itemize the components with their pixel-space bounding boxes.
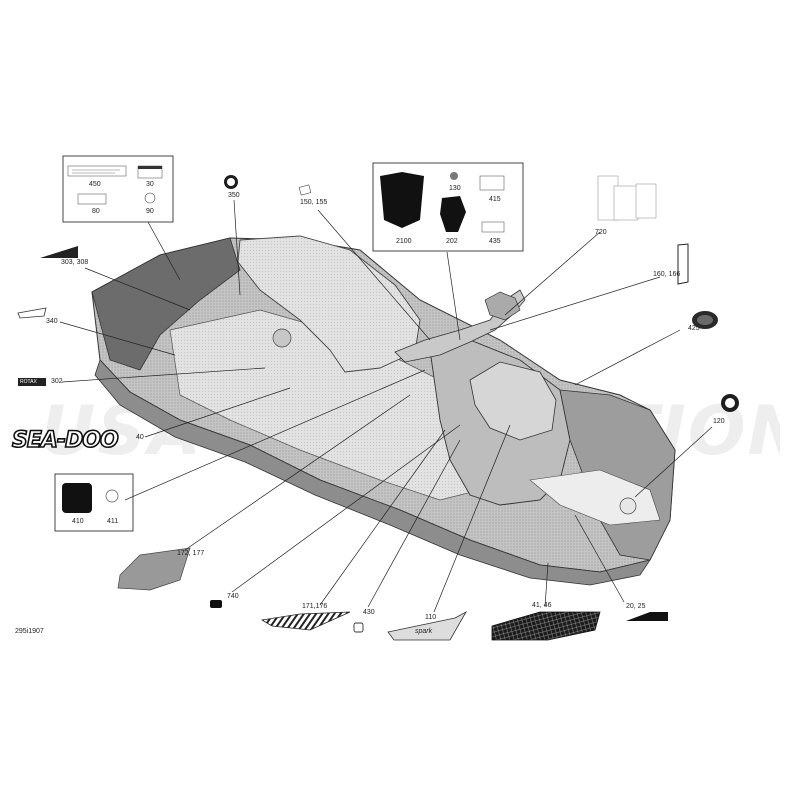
decal-130 — [450, 172, 458, 180]
decal-4146 — [491, 611, 601, 641]
callout-740: 740 — [227, 593, 239, 600]
callout-40: 40 — [136, 434, 144, 441]
diagram-code: 295i1907 — [15, 628, 44, 635]
decal-2100 — [380, 172, 424, 228]
callout-303-308: 303, 308 — [61, 259, 89, 266]
callout-2100: 2100 — [396, 238, 412, 245]
decal-202 — [440, 196, 466, 232]
decal-150 — [298, 184, 312, 196]
decal-172 — [117, 547, 191, 591]
callout-30: 30 — [146, 181, 154, 188]
callout-171-176: 171,176 — [302, 603, 328, 610]
callout-110: 110 — [425, 614, 437, 621]
callout-20-25: 20, 25 — [626, 603, 646, 610]
decal-171 — [260, 611, 351, 631]
callout-41-46: 41, 46 — [532, 602, 552, 609]
callout-450: 450 — [89, 181, 101, 188]
decal-435 — [481, 221, 505, 233]
callout-411: 411 — [107, 518, 119, 525]
front-cap — [619, 497, 637, 515]
mirror — [484, 291, 521, 321]
callout-202: 202 — [446, 238, 458, 245]
callout-435: 435 — [489, 238, 501, 245]
callout-425: 425 — [688, 325, 700, 332]
callout-720: 720 — [595, 229, 607, 236]
decal-430 — [353, 622, 364, 633]
decal-740 — [210, 600, 222, 608]
sea-doo-logo: SEA-DOO — [11, 427, 119, 454]
decal-302 — [18, 378, 46, 386]
decal-415 — [479, 175, 505, 191]
rear-shell — [91, 237, 241, 371]
leader-lines — [59, 199, 713, 613]
callout-80: 80 — [92, 208, 100, 215]
handlebar — [394, 289, 526, 363]
decal-450 — [67, 165, 127, 177]
callout-415: 415 — [489, 196, 501, 203]
callout-130: 130 — [449, 185, 461, 192]
rotax-decal-text: ROTAX — [20, 379, 37, 385]
decal-90 — [144, 192, 156, 204]
decal-411 — [105, 489, 119, 503]
seat — [237, 235, 421, 373]
spark-decal-text: spark — [415, 628, 433, 635]
callout-410: 410 — [72, 518, 84, 525]
hull — [91, 235, 676, 586]
decal-110 — [387, 610, 468, 641]
callout-120: 120 — [713, 418, 725, 425]
instrument-pod — [469, 361, 557, 441]
decal-80 — [77, 193, 107, 205]
callout-150-155: 150, 155 — [300, 199, 328, 206]
decal-410 — [62, 483, 92, 513]
callout-340: 340 — [46, 318, 58, 325]
decal-160 — [677, 243, 689, 285]
callout-430: 430 — [363, 609, 375, 616]
callout-350: 350 — [228, 192, 240, 199]
callout-90: 90 — [146, 208, 154, 215]
callout-302: 302 — [51, 378, 63, 385]
decal-303 — [40, 246, 78, 258]
side-hull — [94, 359, 651, 586]
decal-340 — [17, 307, 47, 319]
callout-160-166: 160, 166 — [653, 271, 681, 278]
storage-hatch — [272, 328, 292, 348]
decal-2025 — [626, 612, 668, 621]
callout-172-177: 172, 177 — [177, 550, 205, 557]
